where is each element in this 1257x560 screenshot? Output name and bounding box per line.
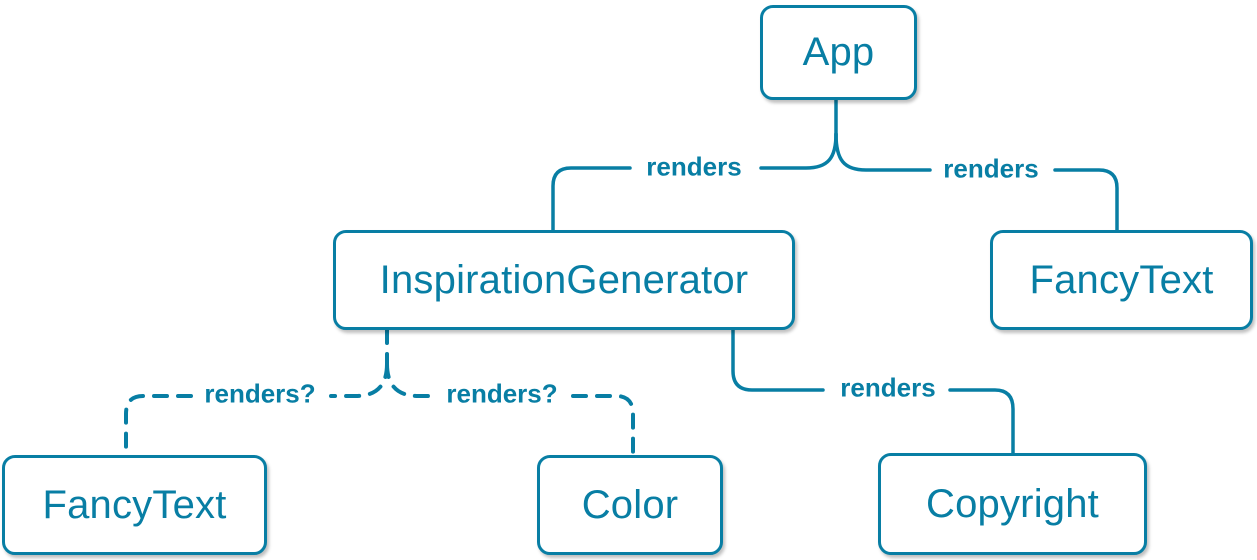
edge-label-renders-inspiration-copyright: renders [840,372,936,403]
edge-label-renders-question-inspiration-color: renders? [446,378,558,409]
edge-app-to-fancytext-left-part [834,132,932,172]
edge-inspiration-to-copyright-left-part [731,328,825,392]
node-inspiration-generator-label: InspirationGenerator [379,257,749,302]
node-fancy-text-bottom-label: FancyText [42,482,227,527]
node-app: App [760,5,917,100]
edge-label-renders-app-fancytext: renders [943,153,1039,184]
node-app-label: App [802,30,875,74]
edge-inspiration-to-color-fork [385,362,433,398]
edge-inspiration-to-copyright-right-part [948,388,1015,455]
edge-label-renders-app-inspiration: renders [646,151,742,182]
edge-inspiration-to-fancytext-left-part [124,394,193,457]
node-copyright-label: Copyright [926,481,1099,526]
node-inspiration-generator: InspirationGenerator [333,230,795,330]
edge-inspiration-to-fancytext-fork [329,362,389,398]
node-copyright: Copyright [878,453,1147,555]
node-fancy-text-top-label: FancyText [1029,257,1214,302]
edge-app-to-inspiration-right-part [759,132,838,170]
edge-app-to-fancytext-right-part [1053,168,1119,232]
node-color-label: Color [581,482,679,527]
edge-inspiration-to-color-right-part [571,394,635,457]
edge-app-to-inspiration-left-part [551,166,632,232]
node-fancy-text-top: FancyText [990,230,1253,330]
node-color: Color [537,455,723,555]
edge-label-renders-question-inspiration-fancytext: renders? [204,378,316,409]
node-fancy-text-bottom: FancyText [2,455,267,555]
